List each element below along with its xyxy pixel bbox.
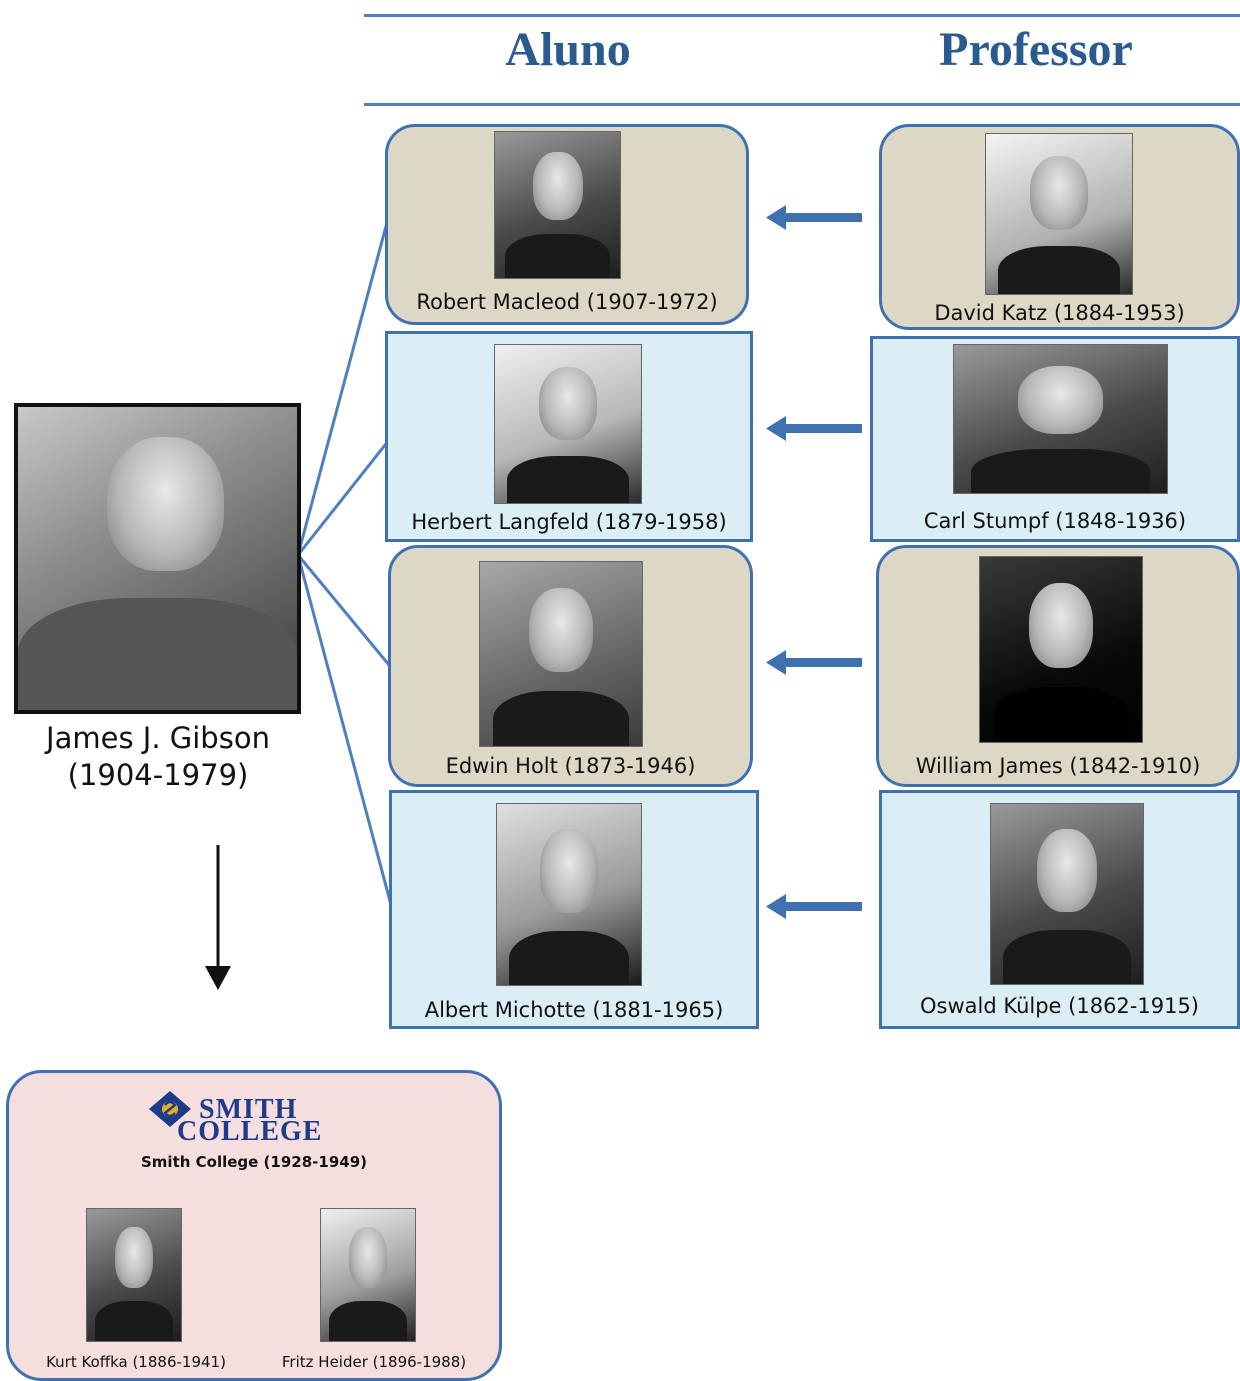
photo-katz [985,133,1133,295]
line-to-langfeld [296,439,391,556]
gibson-years: (1904-1979) [67,758,249,792]
smith-college-logo-icon [149,1091,191,1127]
student-card-michotte: Albert Michotte (1881-1965) [389,790,759,1029]
smith-logo-line1: SMITH [199,1094,298,1125]
photo-stumpf [953,344,1168,494]
student-name: Albert Michotte (1881-1965) [424,998,724,1022]
smith-college-card: SMITH COLLEGE Smith College (1928-1949) … [6,1070,502,1381]
koffka-name: Kurt Koffka (1886-1941) [46,1353,226,1371]
line-to-macleod [296,214,391,556]
smith-caption: Smith College (1928-1949) [141,1153,367,1171]
arrow-left-icon-4 [766,894,862,919]
gibson-name: James J. Gibson [46,721,270,755]
student-card-holt: Edwin Holt (1873-1946) [388,545,753,787]
gibson-photo [14,403,301,714]
header-bottom-rule [364,103,1240,106]
student-name: Robert Macleod (1907-1972) [416,290,718,314]
teacher-name: Oswald Külpe (1862-1915) [920,994,1199,1018]
teacher-card-katz: David Katz (1884-1953) [879,124,1240,330]
arrow-left-icon-1 [766,205,862,230]
photo-macleod [494,131,621,279]
header-aluno: Aluno [505,23,631,76]
photo-koffka [86,1208,182,1342]
arrow-down-icon [205,845,231,990]
photo-heider [320,1208,416,1342]
teacher-name: Carl Stumpf (1848-1936) [923,509,1187,533]
smith-logo-line2: COLLEGE [177,1116,323,1147]
student-card-langfeld: Herbert Langfeld (1879-1958) [385,331,753,542]
teacher-card-james: William James (1842-1910) [876,545,1240,787]
photo-holt [479,561,643,747]
student-card-macleod: Robert Macleod (1907-1972) [385,124,749,325]
line-to-holt [296,554,391,666]
photo-michotte [496,803,642,986]
student-name: Edwin Holt (1873-1946) [445,754,696,778]
arrow-left-icon-2 [766,416,862,441]
teacher-card-kulpe: Oswald Külpe (1862-1915) [879,790,1240,1029]
header-professor: Professor [939,23,1133,76]
teacher-name: David Katz (1884-1953) [934,301,1185,325]
photo-kulpe [990,803,1144,985]
teacher-name: William James (1842-1910) [915,754,1201,778]
student-name: Herbert Langfeld (1879-1958) [411,510,727,534]
header-top-rule [364,14,1240,17]
line-to-michotte [296,554,393,906]
photo-james [979,556,1143,743]
teacher-card-stumpf: Carl Stumpf (1848-1936) [870,336,1240,542]
heider-name: Fritz Heider (1896-1988) [281,1353,467,1371]
photo-langfeld [494,344,642,504]
arrow-left-icon-3 [766,650,862,675]
